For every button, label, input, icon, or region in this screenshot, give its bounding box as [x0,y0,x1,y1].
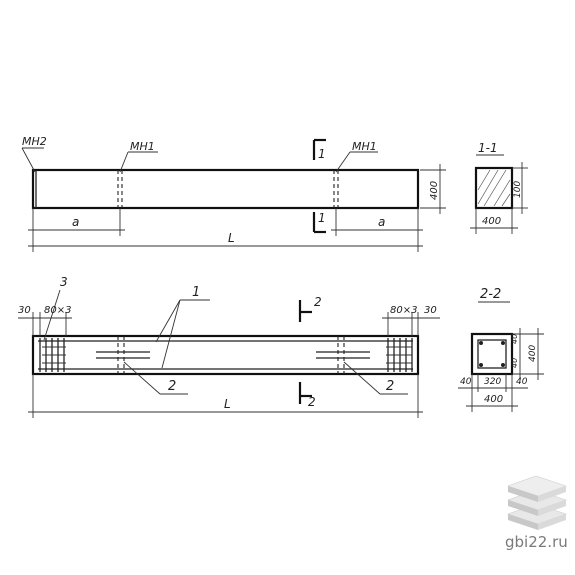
lifting-loop-right [316,336,370,374]
rebar-dot-br [501,363,505,367]
dim-a-left-label: a [72,215,79,229]
section-1-bottom-label: 1 [318,211,326,225]
dim-a-right-label: a [378,215,385,229]
callout-2-left-leader [123,361,161,395]
stirrups-right [386,338,413,372]
rebar-dot-tr [501,341,505,345]
rebar-dot-tl [479,341,483,345]
sec2-400-right: 400 [528,345,538,362]
dim-80x3-left-label: 80×3 [44,305,71,316]
dim-30-left-label: 30 [18,305,31,316]
sec2-40-bottom: 40 [516,377,528,387]
sec2-40-left: 40 [460,377,472,387]
beam-reinforced-outline [31,334,420,376]
height-400-label: 400 [429,181,440,200]
callout-1-label: 1 [192,285,200,300]
mn2-label: МН2 [22,135,47,148]
callout-3-label: 3 [60,275,68,289]
mn1-left-leader [119,151,129,173]
callout-2-right-leader [343,361,381,395]
callout-1-leader-b [161,299,181,369]
mn1-right-label: МН1 [352,140,377,153]
watermark-text: gbi22.ru [505,533,568,551]
dim-80x3-right-label: 80×3 [390,305,417,316]
section-2-bottom-label: 2 [308,395,316,409]
mn2-leader [21,147,36,173]
section-1-top-label: 1 [318,147,326,161]
callout-1-leader-a [155,299,181,343]
sec2-320: 320 [484,377,501,387]
section-1-1-outline [474,166,514,210]
section-2-top-label: 2 [314,295,322,309]
mn1-right-leader [335,151,351,173]
reinforcement-view: 1 2 2 3 30 80×3 80×3 30 2 2 [18,275,440,418]
rebar-dot-bl [479,363,483,367]
section-2-2-title: 2-2 [480,287,501,302]
lifting-loop-left [96,336,150,374]
section-1-1-hatching [477,169,511,207]
sec1-100-label: 100 [513,181,523,198]
stacked-slabs-icon [507,475,567,530]
sec2-40-right-b: 40 [510,358,519,368]
callout-2-right-label: 2 [386,379,394,394]
beam-elevation-view: МН2 МН1 МН1 1 1 400 a a L [21,135,446,252]
beam-outline [31,168,420,210]
dim-30-right-label: 30 [424,305,437,316]
sec2-400-bottom: 400 [484,394,503,405]
sec1-400-label: 400 [482,216,501,227]
section-1-1-view: 1-1 100 400 [470,141,528,234]
section-2-2-stirrup [477,339,507,369]
section-2-2-view: 2-2 40 40 400 40 320 40 400 [458,287,544,412]
callout-3-leader [43,289,61,341]
mn1-left-label: МН1 [130,140,155,153]
dim-l-bottom-label: L [224,397,231,411]
sec2-40-right-a: 40 [510,334,519,344]
dim-l-top-label: L [228,231,235,245]
section-2-2-outline [470,332,514,376]
callout-2-left-label: 2 [168,379,176,394]
stirrups-left [39,338,66,372]
section-1-1-title: 1-1 [478,141,498,155]
